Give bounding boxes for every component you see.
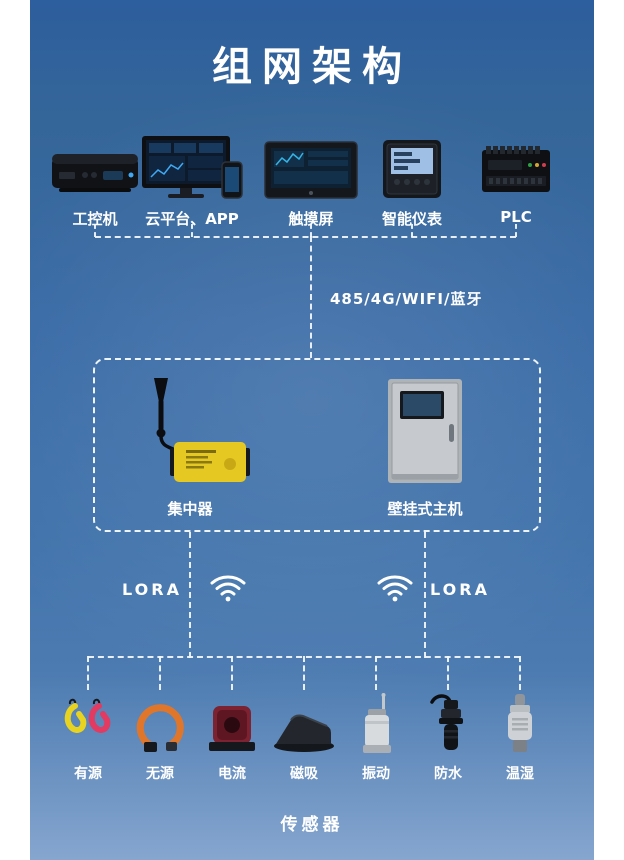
wifi-left-icon <box>209 572 247 606</box>
sensor-current: 电流 <box>196 690 268 783</box>
sensor-temp-humidity: 温湿 <box>484 690 556 783</box>
sensor-label: 温湿 <box>506 766 534 782</box>
gateway-box <box>93 358 541 532</box>
device-label: PLC <box>500 208 532 226</box>
connector-stub <box>375 656 377 690</box>
active-sensor-icon <box>55 690 121 756</box>
magnetic-sensor-icon <box>271 690 337 756</box>
waterproof-sensor-icon <box>422 690 474 756</box>
sensor-magnetic: 磁吸 <box>268 690 340 783</box>
bus-protocol-label: 485/4G/WIFI/蓝牙 <box>330 290 483 308</box>
wall-mounted-host-label: 壁挂式主机 <box>387 500 463 518</box>
connector-stub <box>519 656 521 690</box>
sensor-label: 电流 <box>218 766 246 782</box>
connector-stub <box>411 224 413 237</box>
touch-screen-icon <box>263 132 359 200</box>
sensor-vibration: 振动 <box>340 690 412 783</box>
device-cloud-platform-app: 云平台、APP <box>132 132 252 229</box>
sensor-label: 磁吸 <box>290 766 318 782</box>
backbone-line <box>310 236 312 358</box>
sensor-waterproof: 防水 <box>412 690 484 783</box>
device-touch-screen: 触摸屏 <box>251 132 371 229</box>
top-bus-line <box>95 236 516 238</box>
connector-stub <box>310 224 312 237</box>
sensors-group-label: 传感器 <box>280 815 344 835</box>
device-label: 工控机 <box>72 210 118 228</box>
wall-mounted-host-icon <box>383 376 467 492</box>
connector-stub <box>191 224 193 237</box>
cloud-platform-app-icon <box>140 132 244 200</box>
wifi-right-icon <box>376 572 414 606</box>
device-label: 智能仪表 <box>381 210 442 228</box>
current-sensor-icon <box>204 690 260 756</box>
device-label: 触摸屏 <box>288 210 334 228</box>
industrial-pc-icon <box>49 132 141 200</box>
connector-stub <box>515 224 517 237</box>
lora-left-line <box>189 532 191 658</box>
sensor-label: 无源 <box>146 766 174 782</box>
connector-stub <box>447 656 449 690</box>
device-plc: PLC <box>456 132 576 226</box>
connector-stub <box>303 656 305 690</box>
sensor-active: 有源 <box>52 690 124 783</box>
connector-stub <box>159 656 161 690</box>
concentrator-label: 集中器 <box>167 500 213 518</box>
page-title: 组网架构 <box>212 44 412 90</box>
network-architecture-panel: 组网架构 工控机 <box>30 0 594 860</box>
lora-right-label: LORA <box>430 580 490 599</box>
connector-stub <box>231 656 233 690</box>
sensor-label: 振动 <box>362 766 390 782</box>
vibration-sensor-icon <box>355 690 397 756</box>
concentrator-icon <box>124 376 256 492</box>
connector-stub <box>94 224 96 237</box>
device-label: 云平台、APP <box>145 210 239 228</box>
plc-icon <box>478 132 554 200</box>
lora-left-label: LORA <box>122 580 182 599</box>
lora-right-line <box>424 532 426 658</box>
device-smart-meter: 智能仪表 <box>352 132 472 229</box>
sensor-label: 有源 <box>74 766 102 782</box>
passive-sensor-icon <box>130 690 190 756</box>
connector-stub <box>87 656 89 690</box>
device-industrial-pc: 工控机 <box>35 132 155 229</box>
smart-meter-icon <box>381 132 443 200</box>
sensor-label: 防水 <box>434 766 462 782</box>
sensor-passive: 无源 <box>124 690 196 783</box>
temp-humidity-sensor-icon <box>497 690 543 756</box>
